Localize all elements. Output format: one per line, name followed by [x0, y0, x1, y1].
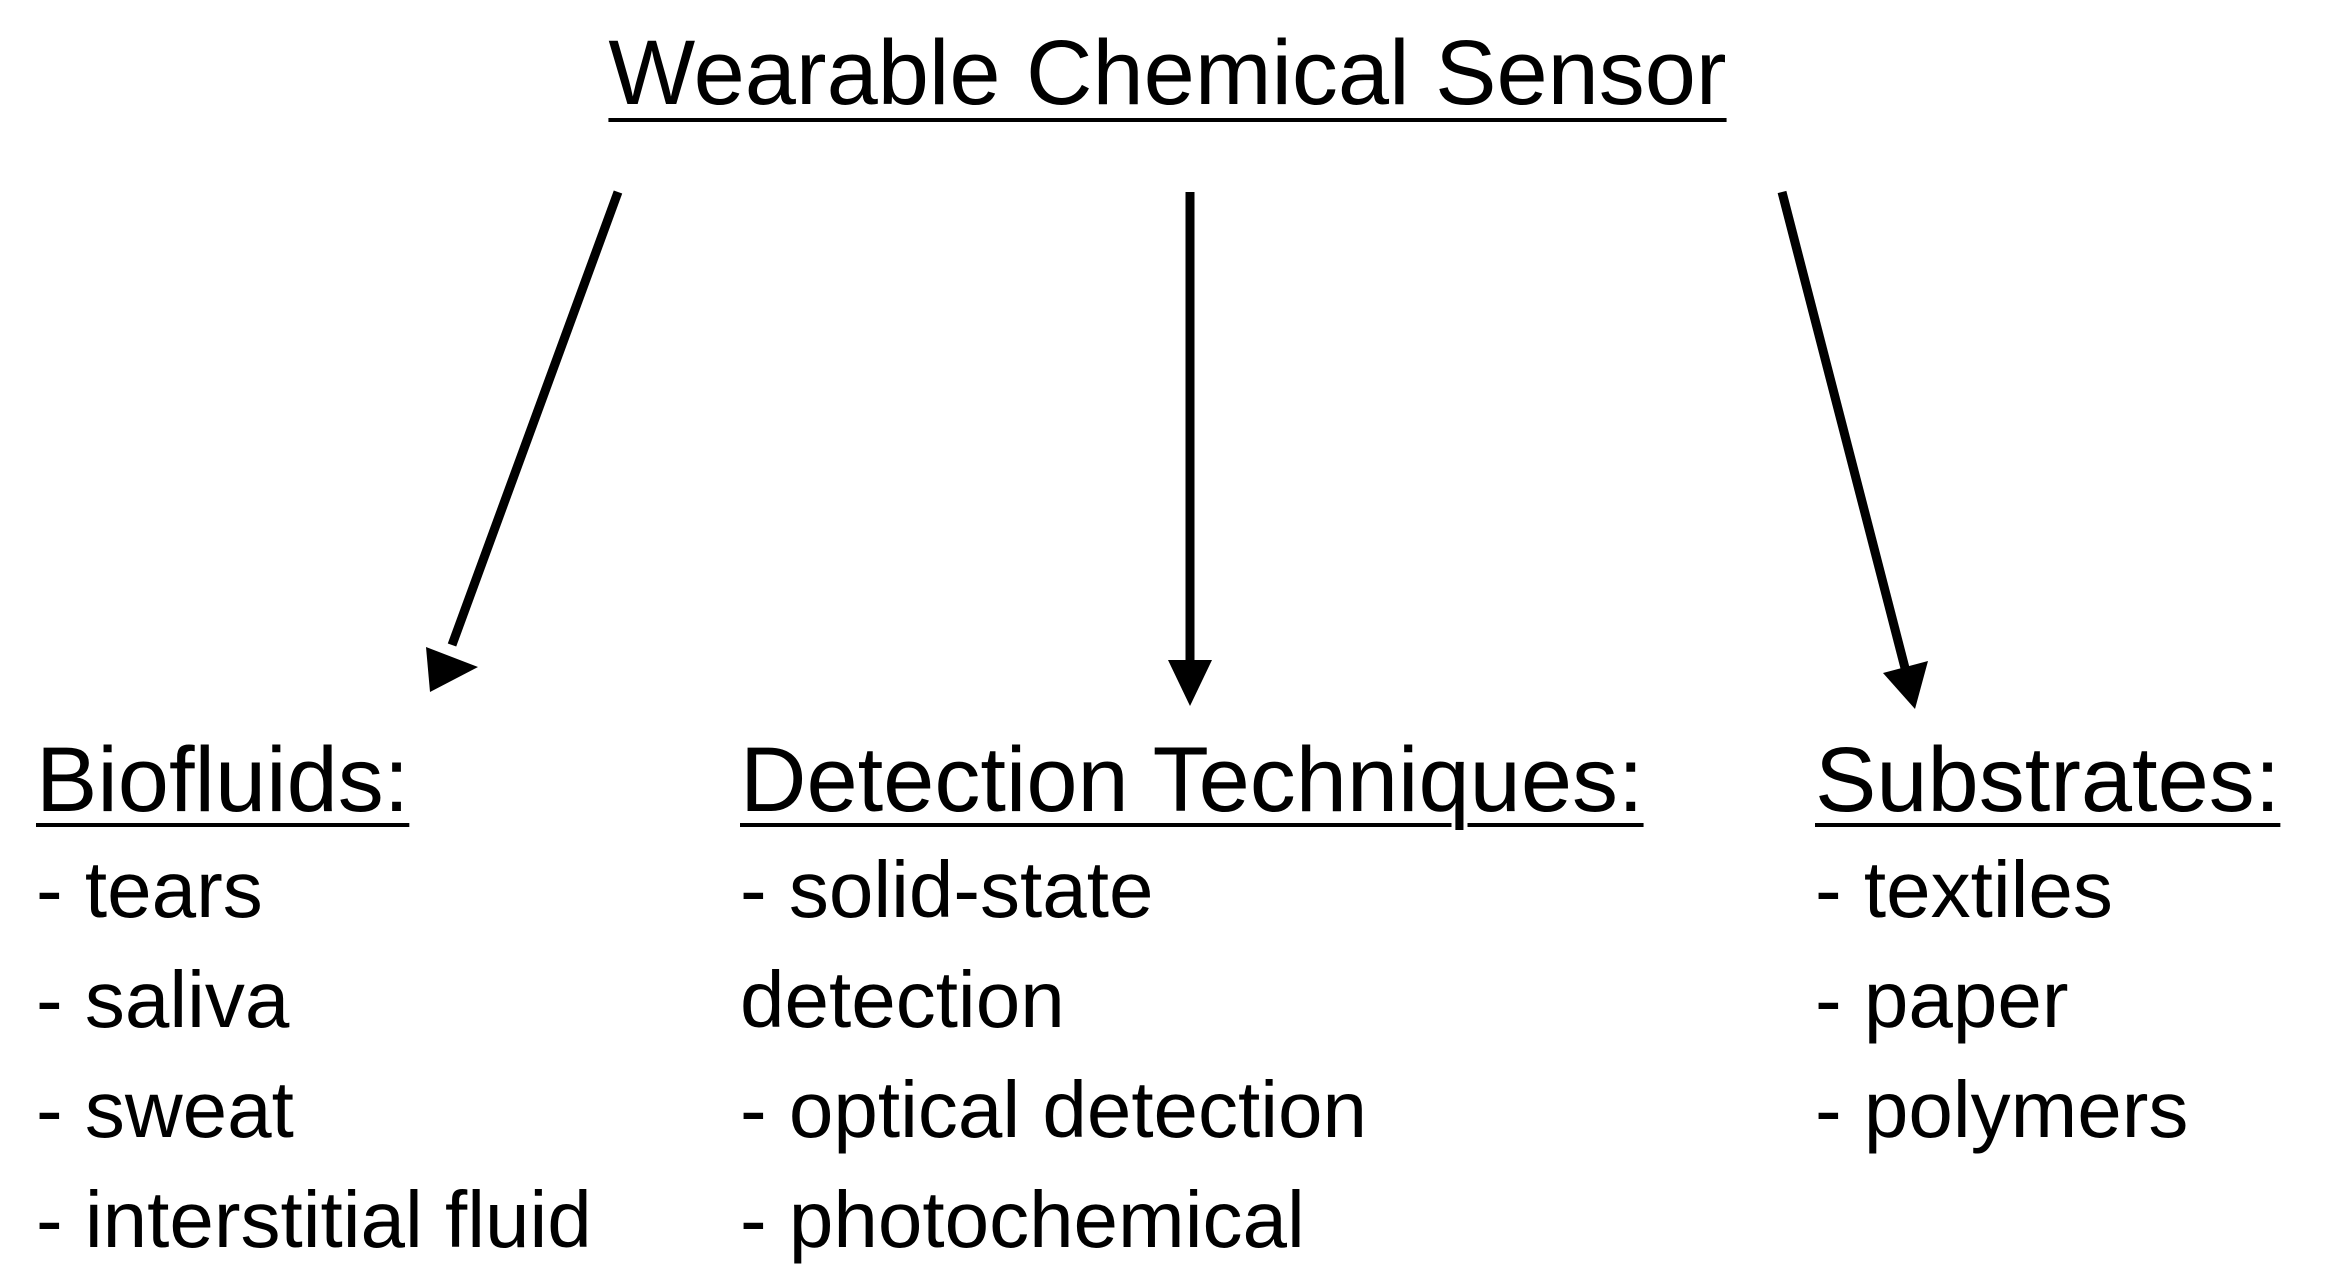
list-item: - solid-state: [740, 845, 1154, 934]
detection-techniques-list: - solid-state detection - optical detect…: [740, 835, 1750, 1275]
substrates-column: Substrates: - textiles - paper - polymer…: [1815, 725, 2325, 1165]
list-item: - interstitial fluid: [36, 1175, 592, 1264]
list-item: - textiles: [1815, 845, 2113, 934]
list-item: - sweat: [36, 1065, 294, 1154]
substrates-heading: Substrates:: [1815, 729, 2281, 831]
list-item: - photochemical: [740, 1175, 1305, 1264]
arrow-to-substrates: [1777, 190, 1910, 670]
substrates-list: - textiles - paper - polymers: [1815, 835, 2325, 1165]
detection-techniques-column: Detection Techniques: - solid-state dete…: [740, 725, 1750, 1275]
list-item: - optical detection: [740, 1065, 1368, 1154]
arrow-to-biofluids: [447, 190, 623, 647]
list-item: - saliva: [36, 955, 290, 1044]
arrowhead-substrates: [1883, 661, 1928, 709]
arrowhead-detection: [1168, 660, 1212, 706]
list-item: detection: [740, 955, 1065, 1044]
biofluids-heading: Biofluids:: [36, 729, 410, 831]
list-item: - paper: [1815, 955, 2069, 1044]
biofluids-list: - tears - saliva - sweat - interstitial …: [36, 835, 686, 1275]
detection-techniques-heading: Detection Techniques:: [740, 729, 1644, 831]
biofluids-column: Biofluids: - tears - saliva - sweat - in…: [36, 725, 686, 1275]
list-item: - polymers: [1815, 1065, 2189, 1154]
arrowhead-biofluids: [426, 647, 478, 692]
diagram-title: Wearable Chemical Sensor: [608, 22, 1727, 124]
list-item: - tears: [36, 845, 263, 934]
